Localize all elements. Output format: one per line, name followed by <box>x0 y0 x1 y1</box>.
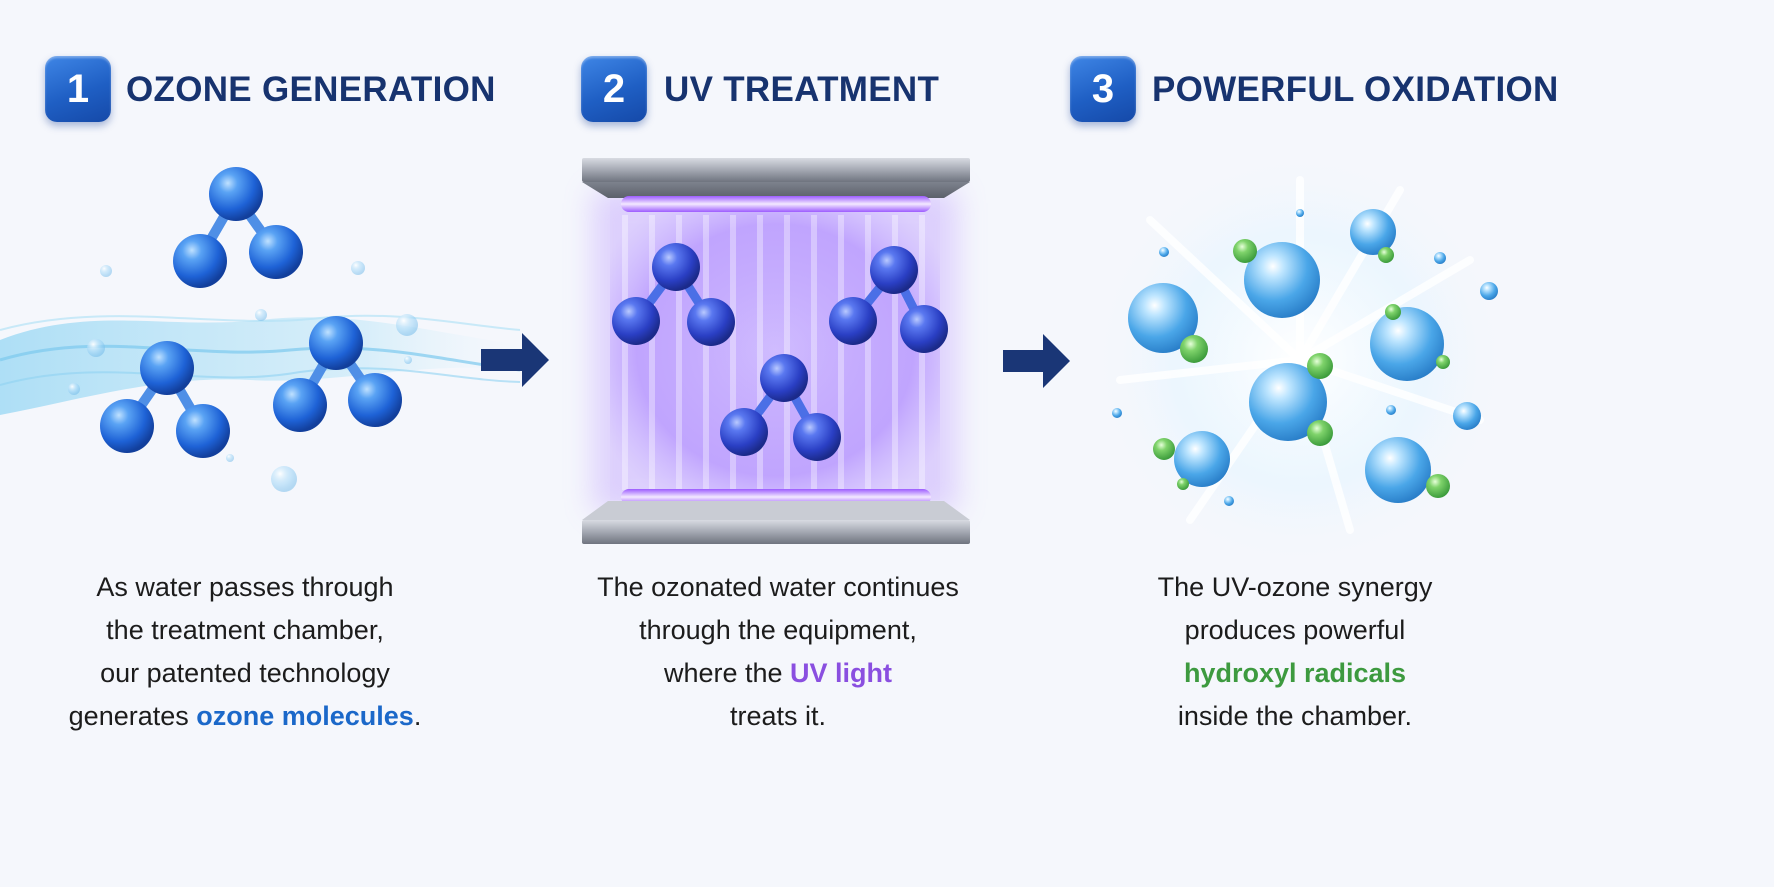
step-1-desc-pre: generates <box>68 701 197 731</box>
ozone-molecule-icon <box>273 316 402 432</box>
right-arrow-icon <box>481 333 549 387</box>
step-3-description: The UV-ozone synergy produces powerful h… <box>1060 566 1530 738</box>
step-1-desc-line: generates ozone molecules. <box>10 695 480 738</box>
step-2-desc-pre: where the <box>663 658 791 688</box>
ozone-molecule-icon <box>100 341 230 458</box>
hydroxyl-radical-icon <box>1112 209 1498 506</box>
step-1-badge: 1 <box>45 56 111 122</box>
step-1-title: OZONE GENERATION <box>126 70 496 109</box>
step-2-description: The ozonated water continues through the… <box>543 566 1013 738</box>
ozone-molecule-icon <box>173 167 303 288</box>
step-2-desc-line: treats it. <box>729 701 827 731</box>
ozone-molecule-icon <box>720 354 841 461</box>
water-stream-icon <box>0 314 521 415</box>
step-2-desc-line: The ozonated water continues <box>597 572 959 602</box>
step-2-desc-line: through the equipment, <box>639 615 917 645</box>
hydroxyl-radicals-highlight: hydroxyl radicals <box>1183 658 1407 688</box>
step-1-desc-line: As water passes through <box>96 572 394 602</box>
step-3-badge: 3 <box>1070 56 1136 122</box>
step-3-desc-line: produces powerful <box>1184 615 1406 645</box>
step-3-title: POWERFUL OXIDATION <box>1152 70 1559 109</box>
step-3-desc-line: inside the chamber. <box>1177 701 1413 731</box>
step-1-desc-post: . <box>413 701 422 731</box>
step-1-desc-line: our patented technology <box>100 658 390 688</box>
ozone-molecule-icon <box>829 246 948 353</box>
step-2-title: UV TREATMENT <box>664 70 940 109</box>
ozone-molecule-icon <box>612 243 735 346</box>
step-1-description: As water passes through the treatment ch… <box>10 566 480 738</box>
uv-light-highlight: UV light <box>790 658 893 688</box>
bubble-icon <box>68 261 418 492</box>
step-3-desc-line: The UV-ozone synergy <box>1157 572 1433 602</box>
step-1-desc-line: the treatment chamber, <box>106 615 384 645</box>
uv-chamber-icon <box>582 158 970 544</box>
step-2-badge: 2 <box>581 56 647 122</box>
step-2-desc-line: where the UV light <box>543 652 1013 695</box>
right-arrow-icon <box>1003 334 1070 388</box>
ozone-molecules-highlight: ozone molecules <box>196 701 414 731</box>
